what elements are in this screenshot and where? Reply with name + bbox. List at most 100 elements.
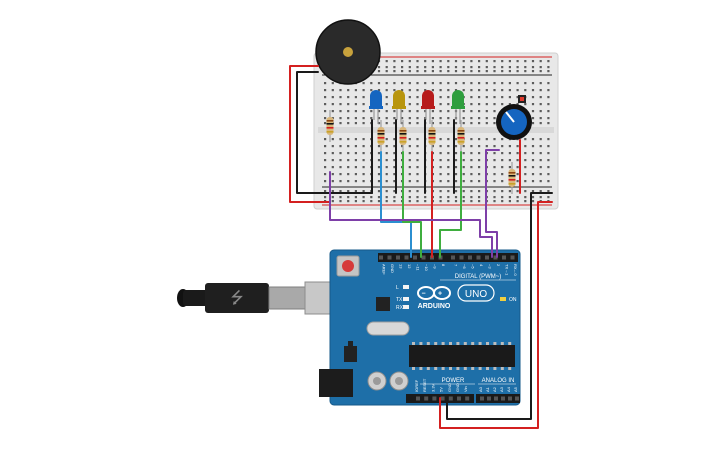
analog-pin-hole[interactable] (494, 396, 498, 401)
power-pin-hole[interactable] (432, 396, 437, 401)
breadboard-hole (362, 117, 365, 120)
power-pin-hole[interactable] (448, 396, 453, 401)
digital-pin-hole[interactable] (510, 255, 515, 260)
resistor-band (428, 137, 436, 139)
breadboard-hole (362, 138, 365, 141)
breadboard-hole (501, 70, 504, 73)
breadboard-hole (354, 96, 357, 99)
breadboard-hole (393, 196, 396, 199)
breadboard-hole (547, 89, 550, 92)
chip-pin (471, 342, 475, 345)
breadboard-hole (416, 110, 419, 113)
breadboard-hole (377, 66, 381, 69)
digital-pin-hole[interactable] (476, 255, 481, 260)
power-pin-label: 3.3V (430, 383, 435, 392)
power-pin-hole[interactable] (416, 396, 420, 401)
digital-pin-hole[interactable] (451, 255, 455, 260)
breadboard-hole (354, 117, 357, 120)
breadboard-hole (354, 122, 357, 125)
analog-pin-hole[interactable] (508, 396, 512, 401)
breadboard-hole (331, 190, 334, 193)
breadboard-hole (478, 110, 481, 113)
analog-pin-hole[interactable] (515, 396, 519, 401)
breadboard-hole (462, 89, 465, 92)
dc-power-jack[interactable] (319, 369, 353, 397)
breadboard-hole (485, 82, 488, 85)
resistor-band (399, 141, 407, 143)
power-pin-hole[interactable] (457, 396, 461, 401)
breadboard-hole (401, 70, 404, 73)
digital-pin-hole[interactable] (396, 255, 400, 260)
breadboard-hole (531, 152, 535, 155)
breadboard-hole (447, 166, 450, 169)
breadboard-hole (408, 200, 411, 203)
breadboard-hole (454, 122, 458, 125)
breadboard-hole (385, 190, 388, 193)
breadboard-hole (454, 66, 458, 69)
usb-plug-body[interactable] (205, 283, 269, 313)
chip-pin (463, 342, 467, 345)
chip-pin (478, 367, 482, 370)
breadboard-hole (331, 166, 334, 169)
power-header-label: POWER (442, 378, 465, 384)
power-pin-hole[interactable] (465, 396, 470, 401)
digital-pin-hole[interactable] (493, 255, 498, 260)
power-pin-hole[interactable] (424, 396, 429, 401)
pot-indicator-led (520, 97, 524, 101)
analog-pin-hole[interactable] (501, 396, 505, 401)
breadboard-hole (454, 152, 458, 155)
digital-pin-hole[interactable] (485, 255, 489, 260)
breadboard-hole (347, 190, 350, 193)
digital-pin-hole[interactable] (421, 255, 426, 260)
digital-pin-hole[interactable] (459, 255, 464, 260)
digital-pin-hole[interactable] (404, 255, 409, 260)
analog-pin-hole[interactable] (480, 396, 484, 401)
usb-symbol-icon: ⭍ (230, 289, 243, 307)
reset-button[interactable] (342, 260, 354, 272)
breadboard-hole (324, 173, 327, 176)
breadboard-hole (347, 152, 350, 155)
breadboard-hole (447, 70, 450, 73)
breadboard-hole (531, 89, 535, 92)
breadboard-hole (370, 117, 373, 120)
breadboard-hole (377, 173, 381, 176)
usb-plug-metal (268, 286, 310, 310)
breadboard-hole (493, 152, 496, 155)
breadboard-hole (524, 196, 527, 199)
breadboard-hole (354, 110, 357, 113)
breadboard-hole (339, 138, 342, 141)
power-pin-label: IOREF (414, 379, 419, 392)
power-pin-hole[interactable] (440, 396, 445, 401)
breadboard-hole (331, 180, 334, 183)
breadboard-hole (324, 152, 327, 155)
breadboard-hole (393, 110, 396, 113)
digital-pin-hole[interactable] (379, 255, 383, 260)
breadboard-hole (547, 173, 550, 176)
digital-pin-hole[interactable] (387, 255, 392, 260)
chip-pin (493, 367, 497, 370)
breadboard-hole (470, 110, 473, 113)
digital-pin-hole[interactable] (502, 255, 506, 260)
breadboard-hole (416, 196, 419, 199)
breadboard-hole (524, 103, 527, 106)
breadboard-hole (524, 60, 527, 63)
digital-pin-hole[interactable] (413, 255, 417, 260)
breadboard-hole (508, 89, 511, 92)
breadboard-hole (539, 70, 542, 73)
breadboard-hole (447, 60, 450, 63)
breadboard-hole (393, 70, 396, 73)
breadboard-hole (485, 66, 488, 69)
breadboard-hole (385, 60, 388, 63)
digital-pin-hole[interactable] (468, 255, 472, 260)
breadboard-hole (447, 89, 450, 92)
breadboard-hole (539, 152, 542, 155)
breadboard-hole (516, 89, 519, 92)
breadboard-hole (324, 166, 327, 169)
analog-pin-hole[interactable] (487, 396, 491, 401)
breadboard-hole (416, 89, 419, 92)
breadboard-hole (485, 138, 488, 141)
breadboard-hole (393, 173, 396, 176)
digital-pin-label: ~3 (488, 264, 493, 269)
